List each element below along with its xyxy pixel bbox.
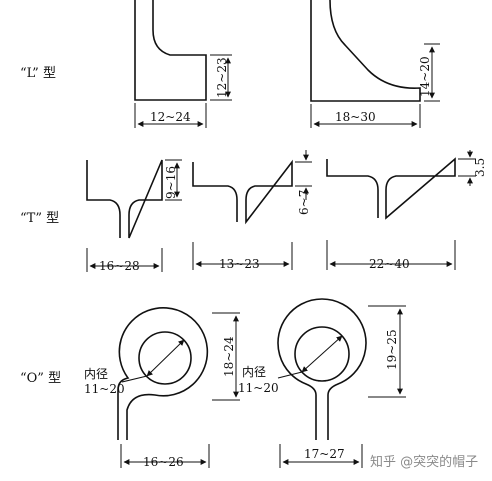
o1-width-label: 16~26	[143, 455, 184, 469]
t2-outline	[192, 159, 293, 225]
l1-outline	[134, 0, 207, 101]
o1-inner-dim	[146, 339, 185, 377]
o2-inner-value: 11~20	[238, 381, 279, 395]
t3-height-label: 3.5	[473, 158, 487, 177]
o2-inner-circle	[294, 326, 350, 382]
t3-width-label: 22~40	[369, 257, 410, 271]
o2-width-label: 17~27	[304, 447, 345, 461]
o1-inner-circle	[138, 331, 192, 385]
t2-width-label: 13~23	[219, 257, 260, 271]
o1-height-label: 18~24	[222, 336, 236, 377]
l-profile-1: 12~23 12~24	[134, 0, 232, 128]
t1-width-label: 16~28	[99, 259, 140, 273]
o2-inner-dim	[301, 335, 343, 373]
l2-width-label: 18~30	[335, 110, 376, 124]
row-label-t: “T” 型	[20, 211, 59, 226]
o2-height-label: 19~25	[385, 329, 399, 370]
l1-height-label: 12~23	[215, 57, 229, 98]
watermark: 知乎 @突突的帽子	[370, 454, 478, 470]
o2-outer-outline	[277, 298, 367, 440]
o1-inner-value: 11~20	[84, 382, 125, 396]
t-profile-2: 6~7 13~23	[192, 150, 312, 271]
o2-inner-label: 内径	[242, 365, 266, 379]
t-profile-3: 3.5 22~40	[326, 150, 487, 271]
t1-outline	[86, 159, 163, 239]
l2-outline	[310, 0, 421, 102]
t-profile-1: 9~16 16~28	[86, 159, 182, 273]
t2-height-label: 6~7	[297, 190, 311, 215]
l2-height-label: 14~20	[418, 56, 432, 97]
row-label-l: “L” 型	[20, 66, 56, 81]
row-label-o: “O” 型	[20, 371, 61, 386]
l1-width-label: 12~24	[150, 110, 191, 124]
o1-outer-outline	[117, 307, 209, 440]
o-profile-2: 内径 11~20 19~25 17~27	[238, 298, 406, 468]
t1-height-label: 9~16	[164, 166, 178, 199]
o-profile-1: 内径 11~20 18~24 16~26	[84, 307, 240, 469]
l-profile-2: 14~20 18~30	[310, 0, 440, 128]
o1-inner-label: 内径	[84, 367, 108, 381]
t3-outline	[326, 157, 456, 220]
